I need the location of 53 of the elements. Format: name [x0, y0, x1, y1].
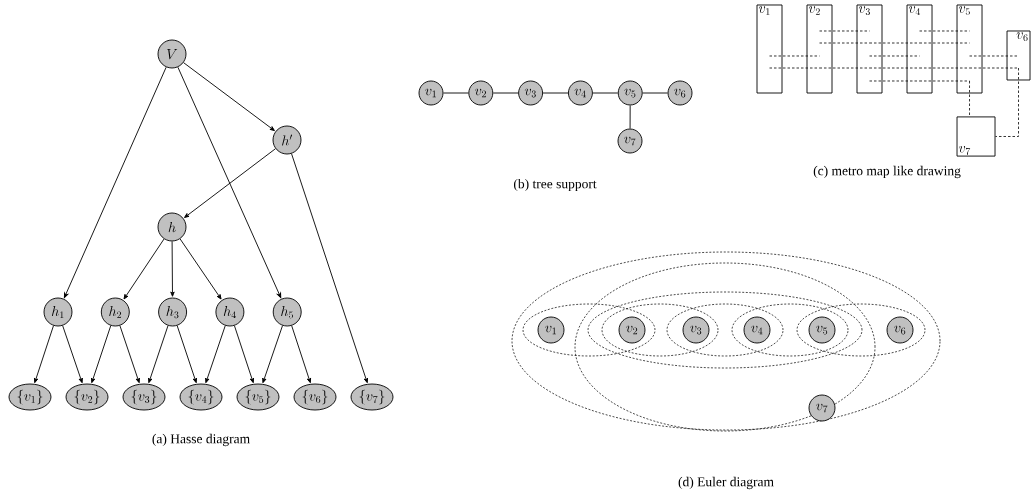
arrow [177, 66, 282, 299]
arrow [123, 238, 165, 300]
caption: (a) Hasse diagram [152, 433, 250, 447]
station-box: $v_2$ [806, 4, 833, 94]
edge-line [443, 92, 469, 94]
station-box: $v_3$ [856, 4, 883, 94]
metro-line [919, 67, 970, 69]
arrow [234, 325, 254, 384]
edge-line [492, 92, 519, 94]
arrow [63, 66, 167, 299]
metro-line [969, 67, 1019, 69]
metro-line [919, 42, 970, 44]
metro-line [819, 30, 870, 32]
metro-line [919, 30, 970, 32]
station-box: $v_5$ [956, 4, 983, 94]
caption: (b) tree support [514, 178, 597, 192]
metro-line [869, 55, 920, 57]
metro-line [995, 67, 1019, 137]
metro-line [869, 42, 920, 44]
station-box: $v_1$ [756, 4, 783, 94]
arrow [184, 148, 276, 218]
arrow [183, 62, 275, 132]
caption: (c) metro map like drawing [813, 165, 961, 179]
arrow [262, 325, 283, 384]
metro-line [769, 67, 820, 69]
arrow [291, 153, 368, 384]
arrow [291, 325, 312, 384]
set-ellipse [511, 251, 941, 431]
arrow [205, 325, 226, 384]
metro-line [819, 67, 870, 69]
arrow [91, 325, 112, 384]
metro-line [769, 55, 820, 57]
arrow [62, 325, 83, 384]
caption: (d) Euler diagram [678, 476, 774, 490]
edge-line [642, 92, 668, 94]
metro-line [869, 80, 920, 82]
arrow [119, 325, 140, 384]
station-box: $v_7$ [956, 116, 996, 157]
arrow [176, 325, 197, 384]
metro-line [969, 80, 970, 117]
edge-line [629, 105, 631, 129]
arrow [170, 241, 175, 297]
station-box: $v_6$ [1006, 30, 1031, 81]
metro-line [969, 55, 1019, 57]
edge-line [592, 92, 619, 94]
arrow [148, 325, 169, 384]
station-box: $v_4$ [906, 4, 933, 94]
arrow [179, 238, 222, 300]
metro-line [819, 42, 870, 44]
arrow [34, 325, 54, 384]
metro-line [869, 67, 920, 69]
edge-line [542, 92, 569, 94]
metro-line [919, 80, 970, 82]
